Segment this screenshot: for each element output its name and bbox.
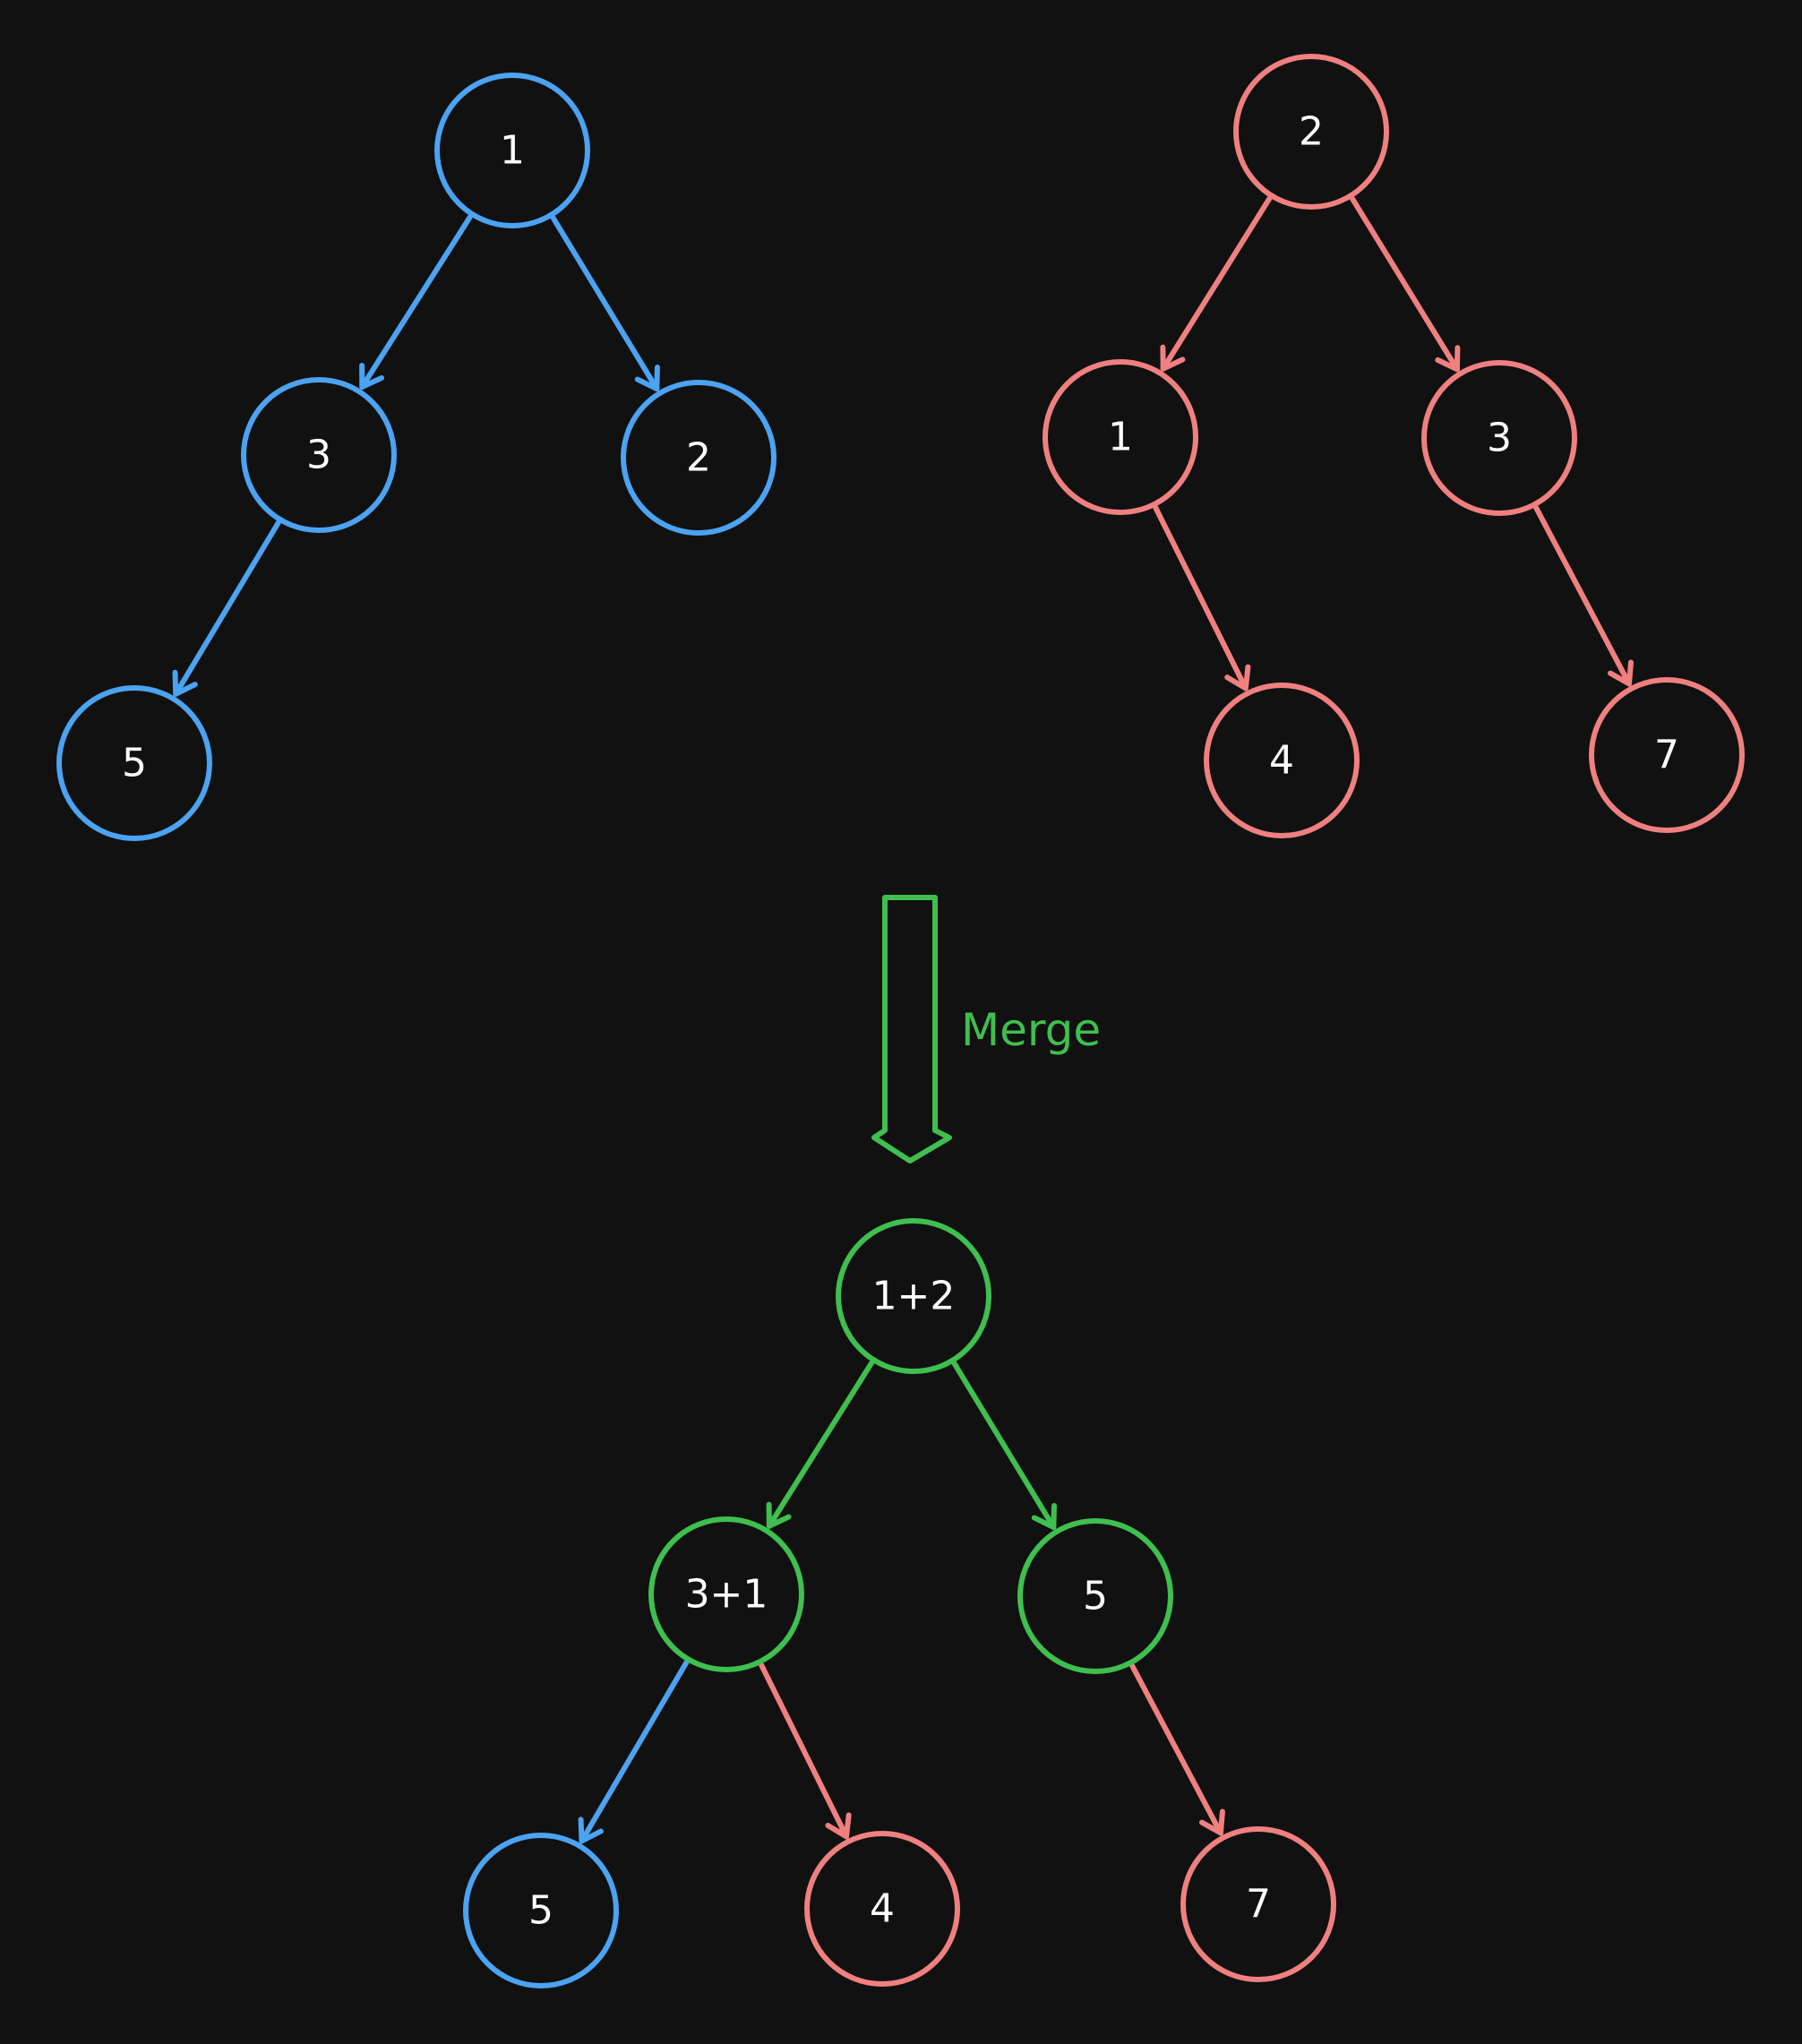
merged-edge-m12-m5r [951, 1361, 1057, 1531]
tree-b-node-b2: 2 [1233, 54, 1389, 210]
merged-node-m7: 7 [1180, 1826, 1336, 1982]
merged-edge-m31-m5l [578, 1659, 690, 1844]
merge-arrow: Merge [871, 895, 1101, 1164]
node-circle [1421, 360, 1577, 516]
tree-b-edge-b1-b4 [1153, 504, 1251, 691]
node-label: 5 [528, 1888, 553, 1934]
merge-label: Merge [961, 1004, 1101, 1056]
arrowhead-icon [359, 363, 385, 391]
node-circle [1204, 683, 1360, 838]
node-label: 2 [686, 435, 711, 481]
nodes-layer: 1 3 2 5 2 1 3 4 7 1+2 3+1 5 5 4 7 [56, 54, 1745, 1988]
arrowhead-icon [634, 365, 660, 392]
arrowhead-icon [766, 1501, 792, 1529]
node-circle [804, 1831, 960, 1987]
node-circle [1233, 54, 1389, 210]
merged-node-m31: 3+1 [648, 1516, 804, 1672]
tree-a-edge-a1-a3 [359, 214, 473, 391]
node-label: 1 [1108, 415, 1133, 460]
node-circle [648, 1516, 804, 1672]
merged-node-m5r: 5 [1017, 1518, 1173, 1674]
arrowhead-icon [1608, 659, 1635, 687]
node-circle [463, 1833, 619, 1988]
node-label: 7 [1654, 733, 1679, 778]
node-circle [836, 1218, 991, 1374]
tree-b-node-b7: 7 [1589, 677, 1745, 833]
node-label: 3 [1487, 416, 1512, 461]
node-circle [434, 73, 590, 228]
edges-layer [172, 195, 1635, 1844]
merged-edge-m12-m31 [766, 1360, 875, 1529]
tree-b-node-b3: 3 [1421, 360, 1577, 516]
arrowhead-icon [1224, 664, 1251, 691]
merged-node-m12: 1+2 [836, 1218, 991, 1374]
node-label: 3 [306, 433, 331, 478]
tree-b-edge-b3-b7 [1533, 504, 1635, 687]
tree-a-node-a5: 5 [56, 685, 212, 841]
tree-b-edge-b2-b1 [1160, 195, 1273, 372]
node-circle [1017, 1518, 1173, 1674]
node-label: 4 [870, 1886, 895, 1932]
node-circle [56, 685, 212, 841]
node-circle [1180, 1826, 1336, 1982]
tree-b-node-b4: 4 [1204, 683, 1360, 838]
arrowhead-icon [1435, 345, 1461, 373]
node-label: 7 [1246, 1882, 1271, 1928]
node-label: 4 [1269, 738, 1294, 784]
tree-a-node-a1: 1 [434, 73, 590, 228]
node-label: 3+1 [685, 1572, 768, 1618]
node-label: 5 [122, 741, 147, 786]
arrowhead-icon [1031, 1503, 1057, 1531]
node-circle [1043, 359, 1198, 515]
tree-b-node-b1: 1 [1043, 359, 1198, 515]
arrowhead-icon [1199, 1808, 1225, 1836]
tree-a-node-a3: 3 [241, 377, 397, 533]
node-label: 1+2 [872, 1274, 956, 1319]
node-circle [1589, 677, 1745, 833]
arrowhead-icon [825, 1812, 852, 1840]
merged-node-m5l: 5 [463, 1833, 619, 1988]
tree-b-edge-b2-b3 [1350, 195, 1461, 373]
node-circle [621, 380, 777, 536]
tree-a-edge-a3-a5 [172, 520, 281, 697]
arrowhead-icon [1160, 344, 1186, 372]
tree-a-edge-a1-a2 [550, 215, 660, 392]
node-circle [241, 377, 397, 533]
node-label: 1 [500, 128, 525, 174]
down-arrow-icon [871, 895, 952, 1164]
arrowhead-icon [172, 669, 198, 697]
tree-a-node-a2: 2 [621, 380, 777, 536]
merged-edge-m5r-m7 [1129, 1662, 1225, 1836]
node-label: 5 [1083, 1574, 1108, 1619]
arrowhead-icon [578, 1816, 604, 1844]
merged-node-m4: 4 [804, 1831, 960, 1987]
node-label: 2 [1299, 109, 1324, 155]
merged-edge-m31-m4 [759, 1662, 852, 1840]
